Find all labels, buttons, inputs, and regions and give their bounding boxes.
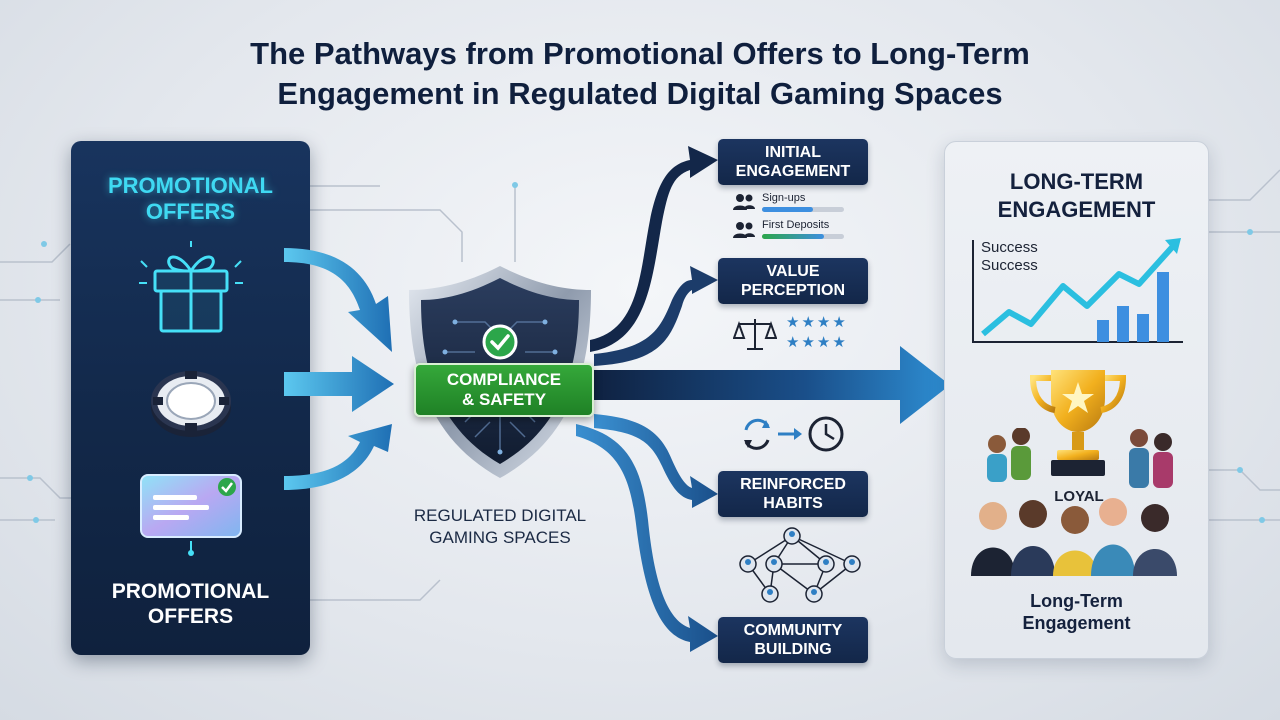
star-icon: ★	[801, 333, 815, 351]
reg-label-line-2: GAMING SPACES	[429, 528, 571, 547]
signups-label: Sign-ups	[762, 192, 806, 204]
stage-line-1: VALUE	[766, 263, 820, 280]
regulated-spaces-label: REGULATED DIGITAL GAMING SPACES	[380, 505, 620, 549]
title-line-1: The Pathways from Promotional Offers to …	[250, 36, 1030, 71]
compliance-safety-badge: COMPLIANCE & SAFETY	[414, 363, 594, 417]
title-line-2: Engagement in Regulated Digital Gaming S…	[277, 76, 1003, 111]
branch-arrow-habits	[594, 414, 718, 508]
long-term-engagement-panel: LONG-TERM ENGAGEMENT Success Success	[944, 141, 1209, 659]
habit-cycle-icon	[744, 416, 844, 452]
incoming-arrow-top	[284, 248, 392, 352]
heading-line-2: ENGAGEMENT	[997, 197, 1156, 222]
users-icon	[733, 194, 755, 210]
badge-line-1: COMPLIANCE	[446, 370, 562, 389]
gift-icon	[139, 241, 243, 333]
footer-line-2: Engagement	[1022, 613, 1131, 633]
deposits-bar	[762, 234, 844, 239]
stage-line-2: ENGAGEMENT	[735, 163, 851, 180]
star-icon: ★	[816, 313, 831, 331]
stage-line-1: COMMUNITY	[743, 622, 843, 639]
chart-label-1: Success	[981, 239, 1038, 256]
scales-icon	[733, 319, 777, 350]
star-icon: ★	[786, 313, 800, 331]
reg-label-line-1: REGULATED DIGITAL	[413, 506, 587, 525]
rating-stars-row-2: ★★★★	[786, 333, 848, 352]
deposits-bar-fill	[762, 234, 824, 239]
stage-reinforced-habits: REINFORCED HABITS	[718, 471, 868, 517]
stage-line-2: PERCEPTION	[740, 282, 845, 299]
users-icon	[733, 222, 755, 238]
growth-chart-icon	[972, 238, 1183, 343]
main-arrow	[590, 346, 950, 424]
trophy-icon	[1029, 370, 1127, 476]
stage-line-2: BUILDING	[754, 641, 832, 658]
branch-arrow-value	[594, 266, 718, 366]
heading-line-2: OFFERS	[145, 199, 236, 224]
promotional-offers-heading: PROMOTIONAL OFFERS	[71, 173, 310, 225]
branch-arrow-community	[576, 424, 718, 652]
players-group-icon	[971, 428, 1177, 576]
promotional-offers-panel: PROMOTIONAL OFFERS	[71, 141, 310, 655]
heading-line-1: LONG-TERM	[1009, 169, 1144, 194]
stage-line-1: INITIAL	[765, 144, 821, 161]
incoming-arrow-bottom	[284, 424, 392, 490]
stage-community-building: COMMUNITY BUILDING	[718, 617, 868, 663]
promotional-offers-footer: PROMOTIONAL OFFERS	[71, 579, 310, 629]
long-term-engagement-heading: LONG-TERM ENGAGEMENT	[945, 168, 1208, 224]
star-icon: ★	[832, 313, 846, 331]
community-network-icon	[739, 527, 861, 603]
stage-value-perception: VALUE PERCEPTION	[718, 258, 868, 304]
footer-line-2: OFFERS	[147, 605, 234, 628]
star-icon: ★	[816, 333, 831, 351]
rating-stars-row-1: ★★★★	[786, 313, 848, 332]
bonus-card-icon	[140, 474, 242, 556]
casino-chip-icon	[151, 371, 231, 437]
star-icon: ★	[832, 333, 846, 351]
signups-bar	[762, 207, 844, 212]
incoming-arrow-middle	[284, 356, 394, 412]
stage-line-2: HABITS	[763, 495, 823, 512]
loyal-label: LOYAL	[1054, 488, 1104, 505]
long-term-engagement-footer: Long-Term Engagement	[945, 590, 1208, 634]
stage-line-1: REINFORCED	[740, 476, 846, 493]
heading-line-1: PROMOTIONAL	[108, 173, 273, 198]
page-title: The Pathways from Promotional Offers to …	[140, 34, 1140, 114]
deposits-label: First Deposits	[762, 219, 830, 231]
star-icon: ★	[786, 333, 800, 351]
branch-arrow-initial	[590, 146, 718, 352]
chart-label-2: Success	[981, 257, 1038, 274]
star-icon: ★	[801, 313, 815, 331]
footer-line-1: Long-Term	[1030, 591, 1123, 611]
footer-line-1: PROMOTIONAL	[111, 580, 270, 603]
stage-initial-engagement: INITIAL ENGAGEMENT	[718, 139, 868, 185]
signups-bar-fill	[762, 207, 813, 212]
badge-line-2: & SAFETY	[461, 390, 547, 409]
